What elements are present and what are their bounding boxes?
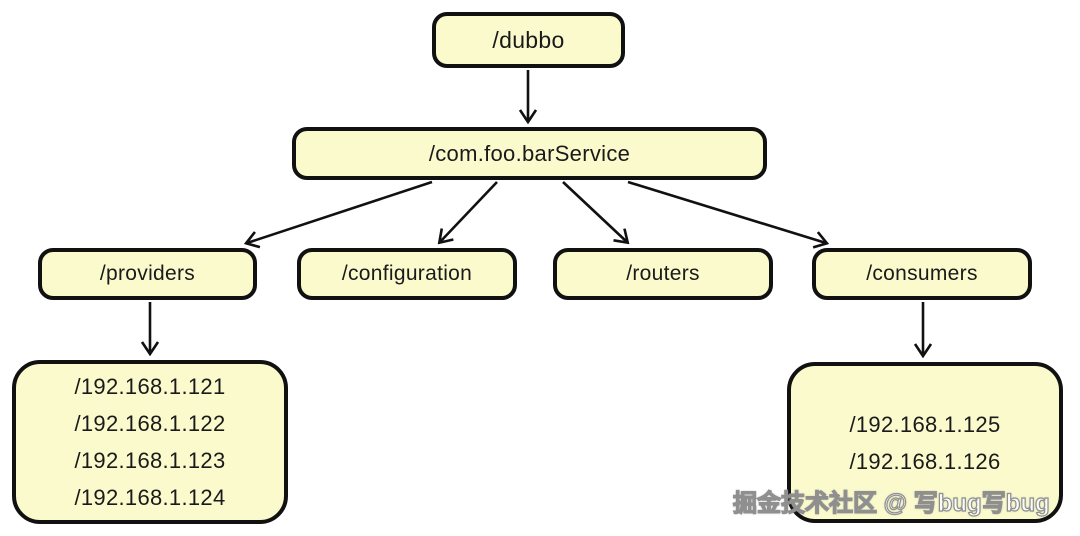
node-configuration-label: /configuration	[341, 262, 473, 285]
node-dubbo-label: /dubbo	[492, 26, 565, 53]
provider-ip-2: /192.168.1.122	[74, 411, 226, 436]
node-consumers: /consumers	[812, 248, 1032, 300]
edge-service-to-consumers	[627, 180, 826, 243]
node-provider-ip-list: /192.168.1.121 /192.168.1.122 /192.168.1…	[12, 360, 288, 524]
consumer-ip-2: /192.168.1.126	[849, 448, 1001, 474]
node-providers-label: /providers	[99, 262, 196, 285]
node-dubbo: /dubbo	[432, 12, 625, 68]
node-routers: /routers	[553, 248, 773, 300]
provider-ip-4: /192.168.1.124	[74, 485, 226, 510]
node-configuration: /configuration	[297, 248, 517, 300]
consumer-ip-1: /192.168.1.125	[849, 411, 1001, 437]
node-service: /com.foo.barService	[292, 127, 767, 180]
watermark-text: 掘金技术社区 @ 写bug写bug	[732, 489, 1050, 517]
edge-service-to-configuration	[440, 181, 498, 242]
edge-service-to-providers	[247, 180, 433, 243]
node-providers: /providers	[38, 248, 257, 300]
node-consumers-label: /consumers	[866, 262, 978, 285]
node-service-label: /com.foo.barService	[428, 140, 631, 166]
node-routers-label: /routers	[626, 262, 700, 285]
node-consumer-ip-list: /192.168.1.125 /192.168.1.126	[787, 362, 1063, 523]
edge-service-to-routers	[562, 181, 627, 242]
provider-ip-3: /192.168.1.123	[74, 448, 226, 473]
provider-ip-1: /192.168.1.121	[74, 374, 226, 399]
